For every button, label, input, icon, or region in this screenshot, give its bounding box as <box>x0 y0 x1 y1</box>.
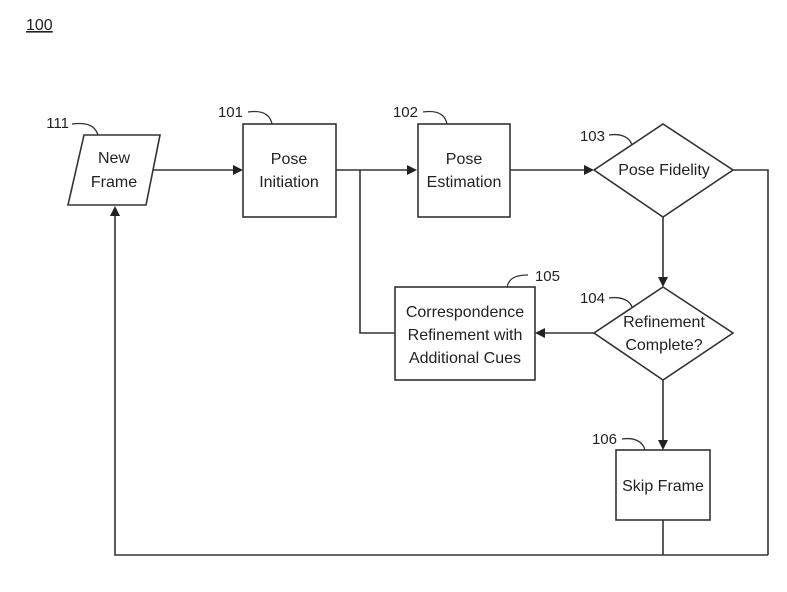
new-frame-label-line2: Frame <box>91 174 137 191</box>
correspondence-label-line1: Correspondence <box>406 304 524 321</box>
leader-line <box>621 437 646 451</box>
leader-line <box>71 122 99 136</box>
refinement-complete-ref: 104 <box>580 290 605 307</box>
refinement-complete-diamond <box>592 286 735 381</box>
pose-fidelity-label: Pose Fidelity <box>618 162 710 179</box>
leader-line <box>247 110 273 125</box>
leader-line <box>422 110 448 125</box>
pose-initiation-label-line2: Initiation <box>259 174 319 191</box>
pose-initiation-ref: 101 <box>218 104 243 121</box>
correspondence-label-line3: Additional Cues <box>409 350 521 367</box>
node-new-frame: New Frame 111 <box>46 115 161 206</box>
node-pose-initiation: Pose Initiation 101 <box>218 104 337 218</box>
skip-frame-ref: 106 <box>592 431 617 448</box>
correspondence-refinement-box <box>394 286 536 381</box>
pose-initiation-box <box>242 123 337 218</box>
arrowhead <box>658 277 668 287</box>
node-correspondence-refinement: Correspondence Refinement with Additiona… <box>394 268 560 381</box>
edge-correspondence-to-pose-estimation <box>359 170 395 334</box>
figure-number: 100 <box>26 17 53 34</box>
leader-line <box>506 274 529 288</box>
arrowhead <box>233 165 243 175</box>
refinement-complete-label-line1: Refinement <box>623 314 705 331</box>
pose-fidelity-ref: 103 <box>580 128 605 145</box>
pose-estimation-box <box>417 123 511 218</box>
refinement-complete-label-line2: Complete? <box>625 337 702 354</box>
pose-estimation-label-line2: Estimation <box>427 174 502 191</box>
pose-initiation-label-line1: Pose <box>271 151 308 168</box>
new-frame-ref: 111 <box>46 115 69 132</box>
pose-estimation-ref: 102 <box>393 104 418 121</box>
arrowhead <box>584 165 594 175</box>
node-pose-fidelity: Pose Fidelity 103 <box>580 123 735 218</box>
correspondence-ref: 105 <box>535 268 560 285</box>
new-frame-parallelogram <box>66 134 161 206</box>
arrowhead <box>110 206 120 216</box>
pose-fidelity-diamond <box>592 123 735 218</box>
node-pose-estimation: Pose Estimation 102 <box>393 104 511 218</box>
arrowhead <box>658 440 668 450</box>
connectors <box>110 165 769 556</box>
leader-line <box>608 296 633 308</box>
edge-pose-fidelity-return <box>733 169 769 555</box>
correspondence-label-line2: Refinement with <box>408 327 523 344</box>
leader-line <box>608 133 633 146</box>
skip-frame-label: Skip Frame <box>622 478 704 495</box>
skip-frame-box <box>615 449 711 521</box>
new-frame-label-line1: New <box>98 150 130 167</box>
edge-return-to-new-frame <box>114 214 768 556</box>
arrowhead <box>535 328 545 338</box>
arrowhead <box>407 165 417 175</box>
node-skip-frame: Skip Frame 106 <box>592 431 711 521</box>
pose-estimation-label-line1: Pose <box>446 151 483 168</box>
node-refinement-complete: Refinement Complete? 104 <box>580 286 735 381</box>
